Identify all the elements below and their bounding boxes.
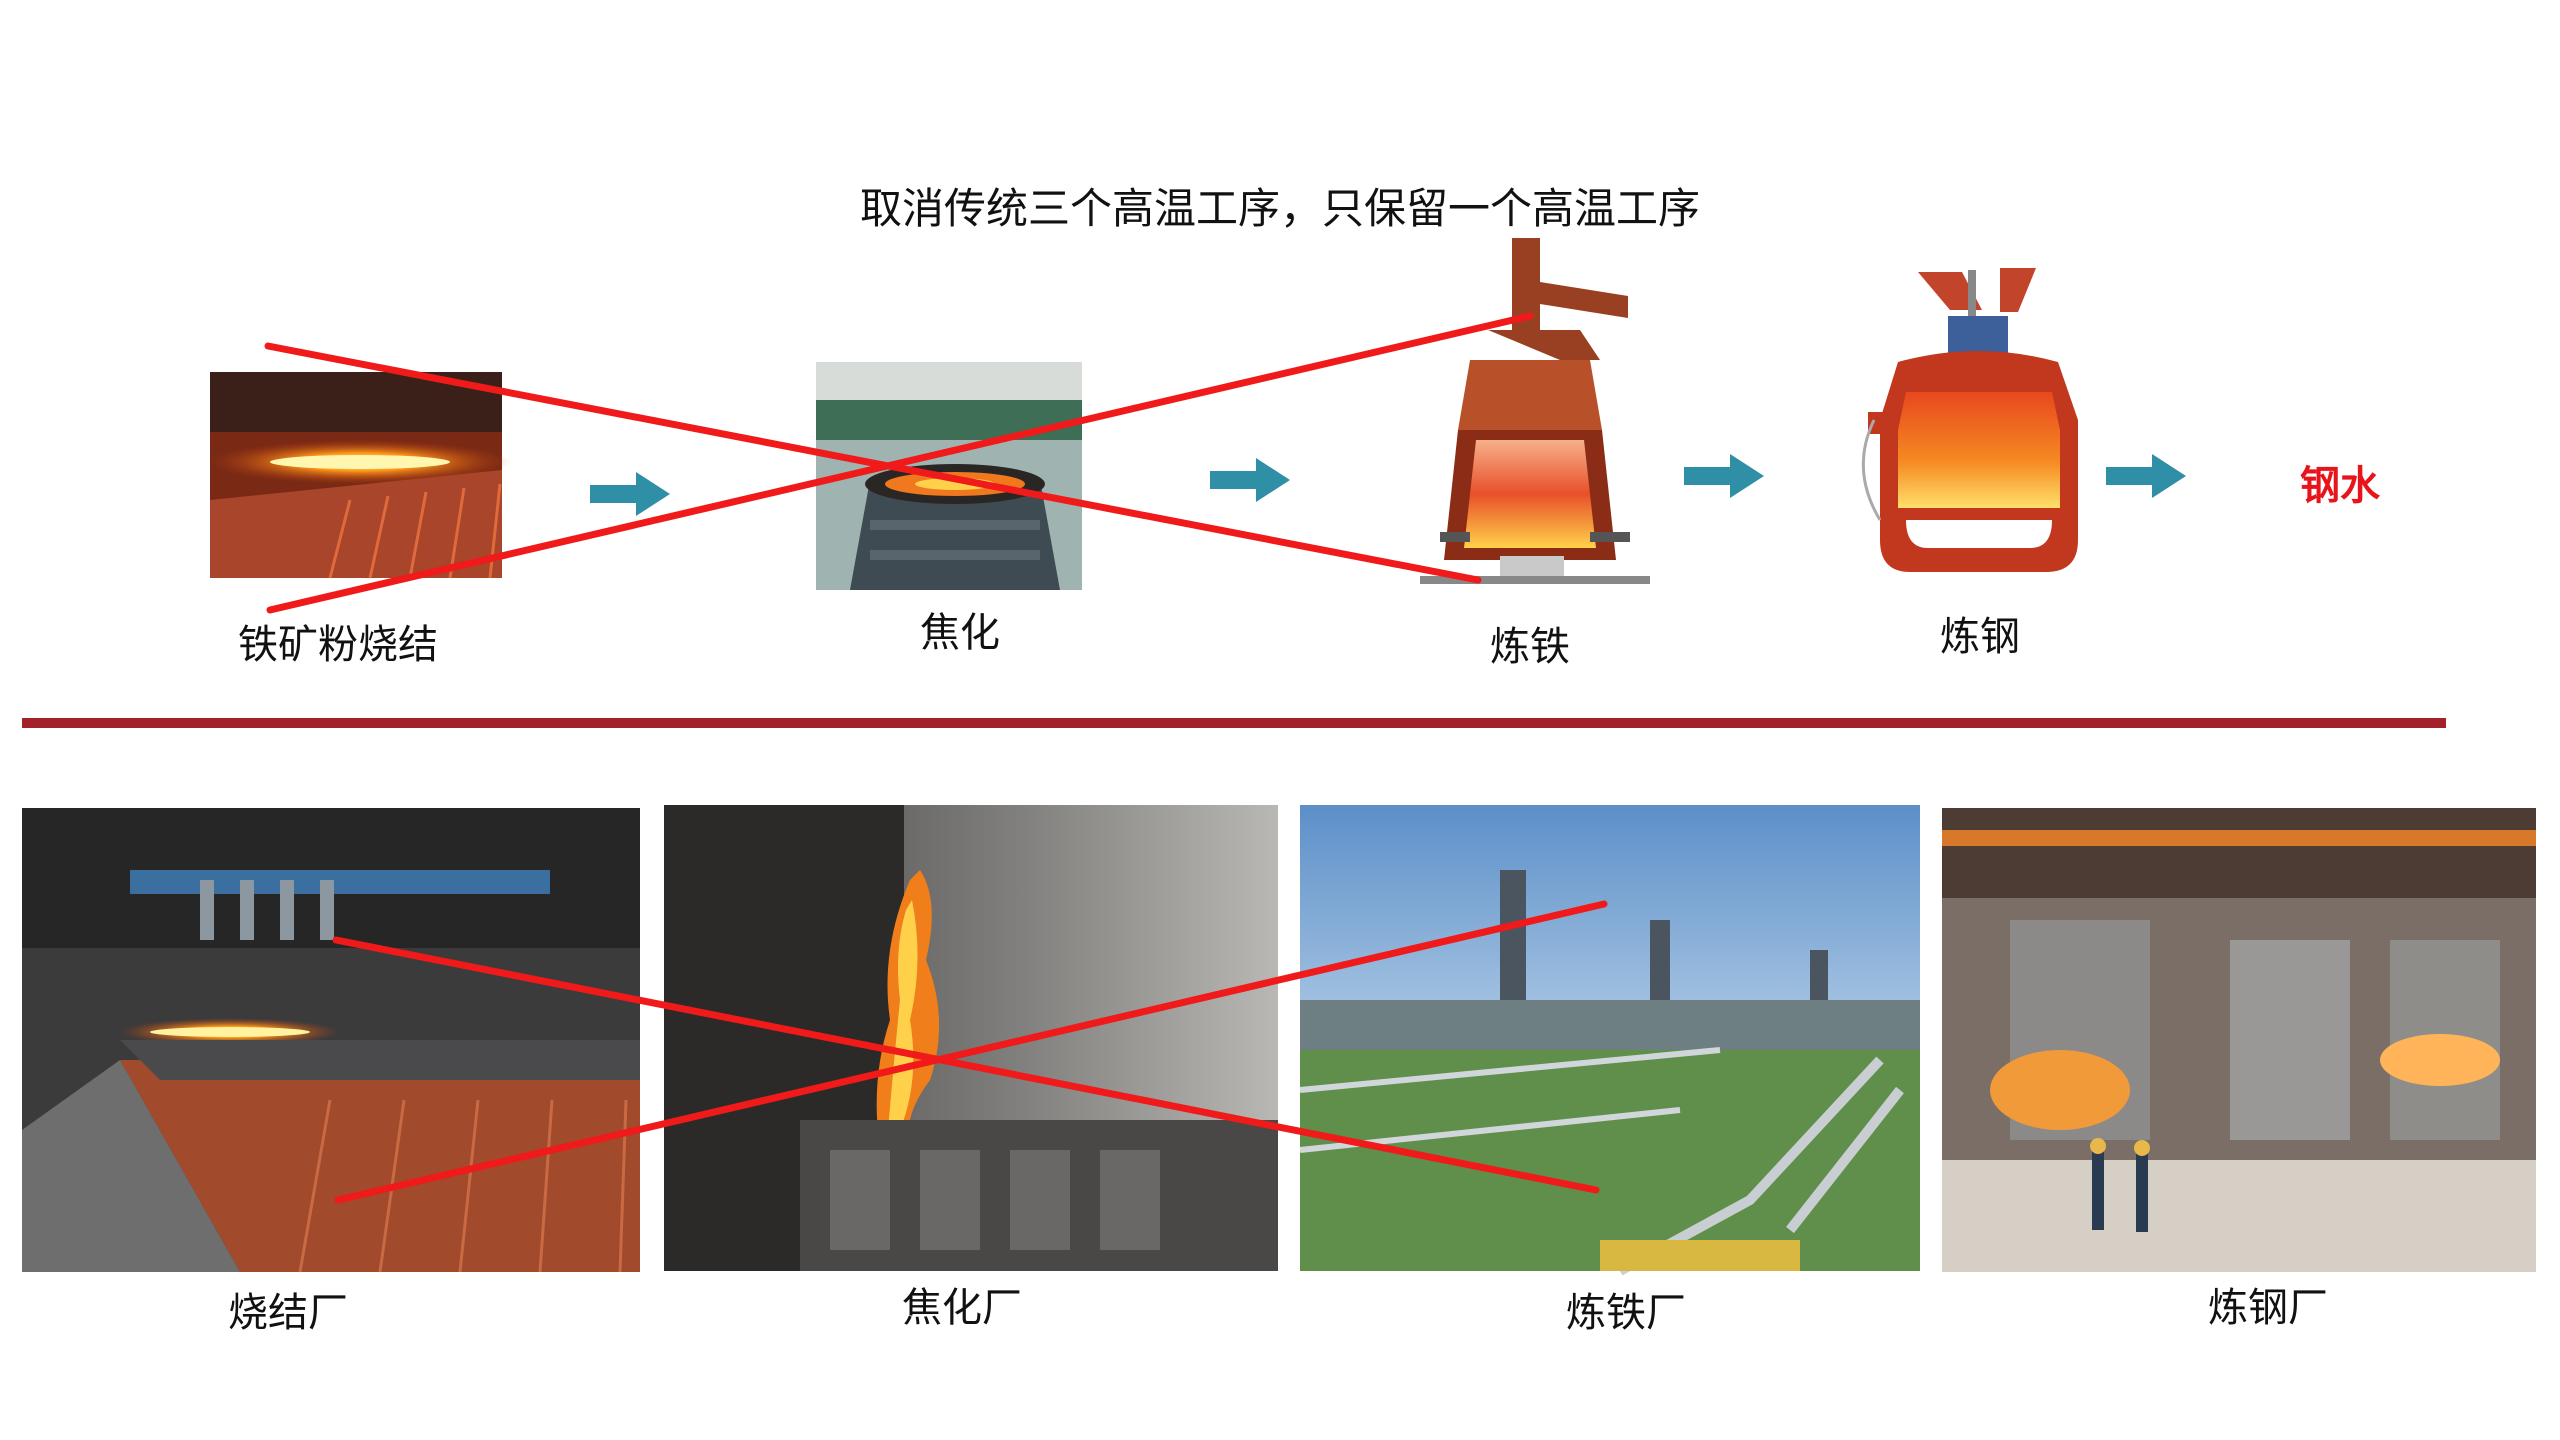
right-arrow-icon [590,472,670,516]
sintering-image [210,372,510,579]
coking-plant-photo [664,805,1278,1271]
right-arrow-icon [1684,454,1764,498]
slide-title: 取消传统三个高温工序，只保留一个高温工序 [859,184,1700,233]
blast-furnace-diagram [1420,238,1650,584]
converter-diagram [1861,268,2078,572]
step-label-steelmaking: 炼钢 [1940,614,2020,660]
cross-out-mark [264,312,1534,614]
right-arrow-icon [2106,454,2186,498]
ironmaking-plant-photo [1299,805,1920,1276]
plant-label-coking: 焦化厂 [902,1285,1022,1331]
step-label-ironmaking: 炼铁 [1490,624,1570,670]
right-arrow-icon [1210,458,1290,502]
plant-label-ironmaking: 炼铁厂 [1566,1290,1686,1336]
plant-label-steelmaking: 炼钢厂 [2208,1285,2328,1331]
cross-out-mark [332,900,1608,1204]
result-label-molten-steel: 钢水 [2300,463,2380,509]
section-divider [22,718,2446,728]
sintering-plant-photo [22,808,640,1273]
step-label-coking: 焦化 [920,610,1000,656]
plant-label-sintering: 烧结厂 [228,1290,348,1336]
steelmaking-plant-photo [1942,808,2536,1272]
step-label-sintering: 铁矿粉烧结 [238,622,438,668]
